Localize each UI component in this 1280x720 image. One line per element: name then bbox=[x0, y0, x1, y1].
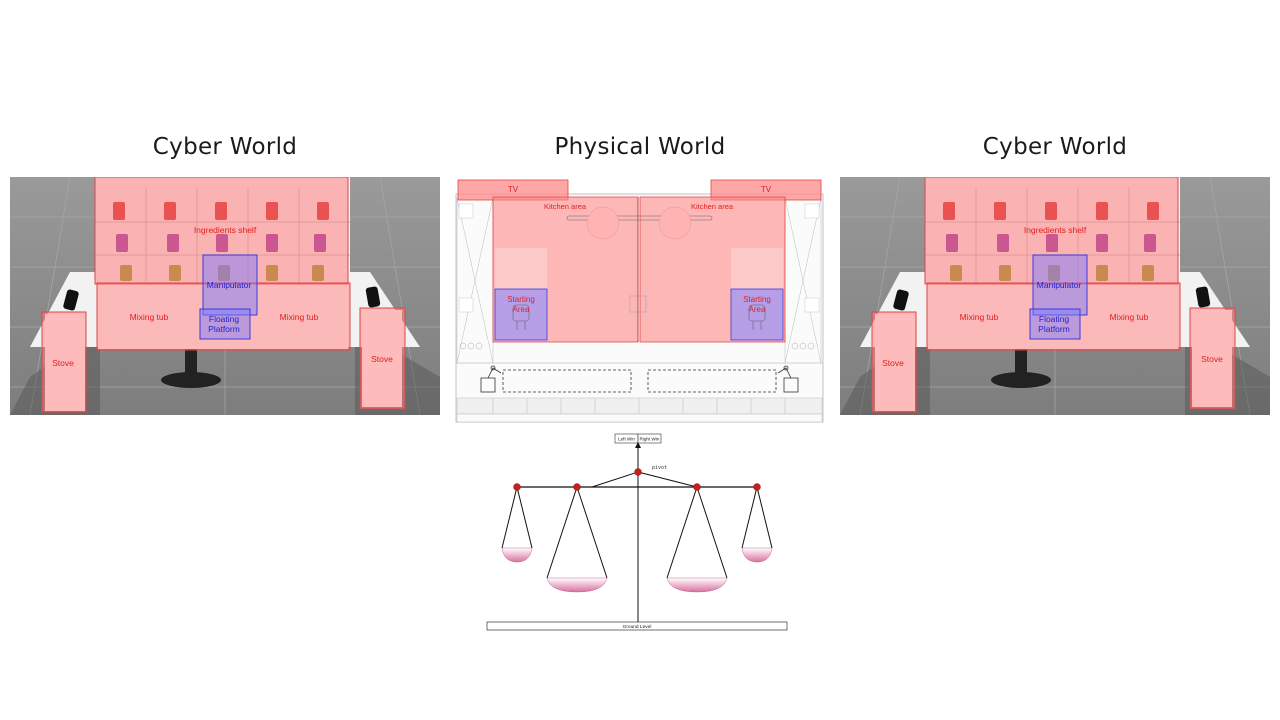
kitchen-area-label-right: Kitchen area bbox=[691, 202, 734, 211]
floating-platform-region bbox=[199, 308, 251, 340]
bottom-cells bbox=[456, 397, 823, 423]
manipulator-label: Manipulator bbox=[207, 280, 252, 290]
cyber-world-right-heading: Cyber World bbox=[982, 134, 1128, 160]
balance-brace-left bbox=[591, 471, 639, 488]
sensor-left bbox=[893, 289, 909, 311]
sensor-right bbox=[1195, 286, 1211, 308]
side-tiny-labels bbox=[458, 203, 820, 350]
stove-right-region bbox=[1189, 307, 1236, 410]
kitchen-bar bbox=[566, 215, 713, 221]
table-stand bbox=[185, 347, 197, 377]
cyber-world-left-scene: Ingredients shelf Manipulator Floating P… bbox=[10, 177, 440, 415]
floating-platform-region bbox=[1029, 308, 1081, 340]
sensor-right bbox=[365, 286, 381, 308]
mixing-tub-label-left: Mixing tub bbox=[130, 312, 169, 322]
stove-label-right: Stove bbox=[1201, 354, 1223, 364]
mixing-tub-label-right: Mixing tub bbox=[280, 312, 319, 322]
tv-label-left: TV bbox=[508, 185, 519, 194]
manipulator-region bbox=[1032, 254, 1088, 316]
right-win-box bbox=[637, 433, 662, 444]
cyber-world-left-heading: Cyber World bbox=[152, 134, 298, 160]
kitchen-round-table-right bbox=[658, 206, 692, 240]
stove-label-left: Stove bbox=[882, 358, 904, 368]
ingredients-shelf-label: Ingredients shelf bbox=[1024, 225, 1087, 235]
center-marker bbox=[629, 295, 647, 313]
starting-area-region-left bbox=[494, 288, 548, 341]
ingredients-shelf-label: Ingredients shelf bbox=[194, 225, 257, 235]
pivot-label: pivot bbox=[652, 465, 667, 471]
pan-strings bbox=[501, 486, 773, 579]
right-win-label: Right Win bbox=[640, 437, 660, 442]
robot-arm-left bbox=[480, 365, 502, 393]
floating-platform-label-line2: Platform bbox=[1038, 324, 1070, 334]
floating-platform-label-line1: Floating bbox=[209, 314, 240, 324]
pan-small-left bbox=[501, 547, 533, 563]
sensor-left bbox=[63, 289, 79, 311]
stove-label-right: Stove bbox=[371, 354, 393, 364]
starting-area-region-right bbox=[730, 288, 784, 341]
mixing-tub-label-left: Mixing tub bbox=[960, 312, 999, 322]
robot-icon-right bbox=[748, 304, 766, 330]
cyber-world-right-scene: Ingredients shelf Manipulator Floating P… bbox=[840, 177, 1270, 415]
kitchen-round-table-left bbox=[586, 206, 620, 240]
robot-arm-right bbox=[777, 365, 799, 393]
balance-diagram: Left Win Right Win pivot Ground Level bbox=[480, 430, 800, 635]
table-stand bbox=[1015, 347, 1027, 377]
mixing-tub-label-right: Mixing tub bbox=[1110, 312, 1149, 322]
table-stand-base bbox=[991, 372, 1051, 388]
starting-area-label-right-line2: Area bbox=[749, 305, 766, 314]
stove-right-region bbox=[359, 307, 406, 410]
balance-brace-right bbox=[637, 471, 698, 488]
robot-icon-left bbox=[512, 304, 530, 330]
kitchen-area-label-left: Kitchen area bbox=[544, 202, 587, 211]
left-win-label: Left Win bbox=[618, 437, 635, 442]
stove-label-left: Stove bbox=[52, 358, 74, 368]
manipulator-label: Manipulator bbox=[1037, 280, 1082, 290]
pan-large-right bbox=[666, 577, 728, 593]
stove-left-region bbox=[41, 311, 87, 413]
pan-large-left bbox=[546, 577, 608, 593]
pivot-dots bbox=[513, 468, 761, 491]
starting-area-label-left-line1: Starting bbox=[507, 295, 535, 304]
floating-platform-label-line1: Floating bbox=[1039, 314, 1070, 324]
floating-platform-label-line2: Platform bbox=[208, 324, 240, 334]
ground-level-box bbox=[486, 621, 788, 631]
table-stand-base bbox=[161, 372, 221, 388]
starting-area-label-right-line1: Starting bbox=[743, 295, 771, 304]
pan-small-right bbox=[741, 547, 773, 563]
tv-label-right: TV bbox=[761, 185, 772, 194]
starting-area-label-left-line2: Area bbox=[513, 305, 530, 314]
physical-world-floorplan: TV TV Kitchen area Kitchen area Starting… bbox=[455, 178, 824, 424]
stove-left-region bbox=[871, 311, 917, 413]
ground-level-label: Ground Level bbox=[623, 624, 652, 630]
physical-world-heading: Physical World bbox=[554, 134, 726, 160]
